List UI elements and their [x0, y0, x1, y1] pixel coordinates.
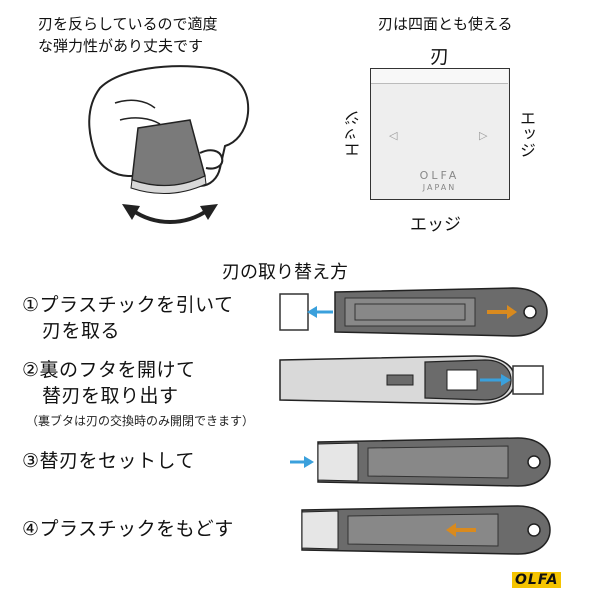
step4-cutter-illustration: [301, 505, 551, 555]
step4-line1: ④プラスチックをもどす: [22, 518, 234, 540]
blade-top-label: 刃: [430, 46, 450, 68]
blade-brand-text: OLFA: [419, 169, 460, 182]
step2-line2: 替刃を取り出す: [42, 385, 179, 407]
blade-left-edge-label: エッジ: [344, 110, 363, 158]
step1-cutter-illustration: [279, 287, 548, 337]
bend-caption-line2: な弾力性があり丈夫です: [38, 37, 204, 55]
step1-line1: ①プラスチックを引いて: [22, 294, 234, 316]
blade-square: ◁ ▷ OLFA JAPAN: [370, 68, 510, 200]
step2-line1: ②裏のフタを開けて: [22, 359, 196, 381]
blade-edge-strip: [371, 69, 508, 84]
olfa-logo: OLFA: [512, 572, 562, 588]
bend-caption-line1: 刃を反らしているので適度: [38, 15, 218, 33]
blade-bottom-edge-label: エッジ: [410, 215, 461, 235]
right-triangle-icon: ▷: [479, 129, 488, 142]
step2-cutter-illustration: [279, 355, 544, 405]
four-edges-caption: 刃は四面とも使える: [378, 15, 513, 33]
left-triangle-icon: ◁: [389, 129, 398, 142]
step2-note: （裏ブタは刃の交換時のみ開閉できます）: [26, 414, 255, 428]
step3-cutter-illustration: [290, 437, 551, 487]
hand-bending-blade-illustration: [88, 65, 250, 224]
replace-title: 刃の取り替え方: [222, 262, 348, 283]
step3-line1: ③替刃をセットして: [22, 450, 195, 472]
blade-right-edge-label: エッジ: [517, 110, 536, 158]
step1-line2: 刃を取る: [42, 320, 121, 342]
blade-country-text: JAPAN: [422, 183, 457, 192]
